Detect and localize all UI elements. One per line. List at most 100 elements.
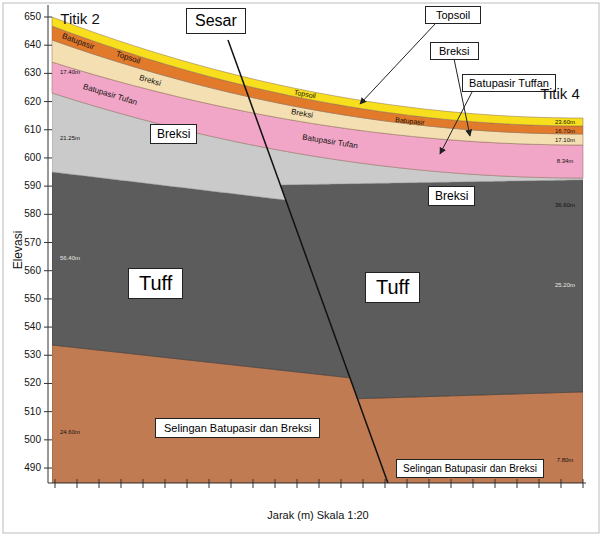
tick-label: 570 [24,238,41,248]
topsoil-layer [52,17,583,126]
x-tick [231,479,232,488]
axis-title: Elevasi [12,231,24,270]
depth-label: 21.25m [60,135,80,141]
y-tick [44,298,52,299]
x-tick [297,479,298,488]
y-tick [44,242,52,243]
y-tick [44,214,52,215]
x-tick [253,479,254,488]
x-tick [143,479,144,488]
y-tick [44,129,52,130]
tick-label: 590 [24,181,41,191]
point-label: Titik 2 [60,11,99,26]
x-tick [561,479,562,488]
x-tick [407,479,408,488]
fault-line [228,40,388,483]
x-tick [209,479,210,488]
y-tick [44,73,52,74]
axis-title: Jarak (m) Skala 1:20 [267,510,368,521]
leader-arrow [360,24,435,104]
tick-label: 530 [24,350,41,360]
depth-label: 8.34m [557,158,574,164]
y-tick [44,157,52,158]
fault-label: Sesar [186,8,246,34]
depth-label: 25.20m [555,282,575,288]
layer-label: Tuff [365,272,420,303]
layer-label: Tuff [128,268,183,299]
callout-box: Breksi [430,42,479,60]
depth-label: 36.60m [555,202,575,208]
tick-label: 500 [24,435,41,445]
x-tick [275,479,276,488]
tuff-layer [52,180,583,408]
y-tick [44,411,52,412]
node-text: Selingan Batupasir dan Breksi [164,422,311,434]
y-tick [44,45,52,46]
frame [3,3,599,533]
depth-label: 23.60m [555,119,575,125]
leader-arrow [454,60,470,136]
x-tick [517,479,518,488]
node-text: Breksi [439,45,470,57]
layer-label: Breksi [150,124,197,144]
node-text: Selingan Batupasir dan Breksi [403,463,537,474]
node-text: Breksi [157,127,190,141]
depth-label: 7.80m [557,457,574,463]
y-tick [44,17,52,18]
tick-label: 650 [24,12,41,22]
depth-label: 24.60m [60,429,80,435]
x-tick [341,479,342,488]
x-axis [48,483,586,484]
x-tick [363,479,364,488]
tick-label: 610 [24,125,41,135]
tick-label: 640 [24,40,41,50]
node-text: Breksi [435,189,468,203]
layer-label: Breksi [428,186,475,206]
tick-label: 630 [24,68,41,78]
depth-label: 16.70m [555,128,575,134]
tick-label: 540 [24,322,41,332]
y-tick [44,355,52,356]
x-tick [385,479,386,488]
x-tick [319,479,320,488]
y-tick [44,186,52,187]
node-text: Batupasir Tuffan [469,77,549,89]
layer-label: Selingan Batupasir dan Breksi [155,418,320,438]
y-tick [44,468,52,469]
point-label: Titik 4 [540,86,579,101]
y-tick [44,101,52,102]
tick-label: 490 [24,463,41,473]
x-tick [187,479,188,488]
x-tick [539,479,540,488]
node-text: Topsoil [436,9,470,21]
tick-label: 560 [24,266,41,276]
depth-label: 56.40m [60,255,80,261]
tick-label: 620 [24,97,41,107]
x-tick [451,479,452,488]
x-tick [429,479,430,488]
node-text: Tuff [376,276,409,299]
x-tick [165,479,166,488]
callout-box: Topsoil [425,6,481,24]
tick-label: 510 [24,407,41,417]
y-tick [44,327,52,328]
depth-label: 17.10m [555,137,575,143]
y-tick [44,270,52,271]
y-tick [44,383,52,384]
depth-label: 17.40m [60,69,80,75]
x-tick [121,479,122,488]
y-tick [44,439,52,440]
tick-label: 520 [24,378,41,388]
x-tick [495,479,496,488]
layer-label: Selingan Batupasir dan Breksi [396,459,544,478]
tick-label: 580 [24,209,41,219]
node-text: Tuff [139,272,172,295]
x-tick [583,479,584,488]
node-text: Sesar [195,12,237,30]
x-tick [99,479,100,488]
x-tick [55,479,56,488]
x-tick [473,479,474,488]
tick-label: 550 [24,294,41,304]
leader-arrow [440,92,472,154]
